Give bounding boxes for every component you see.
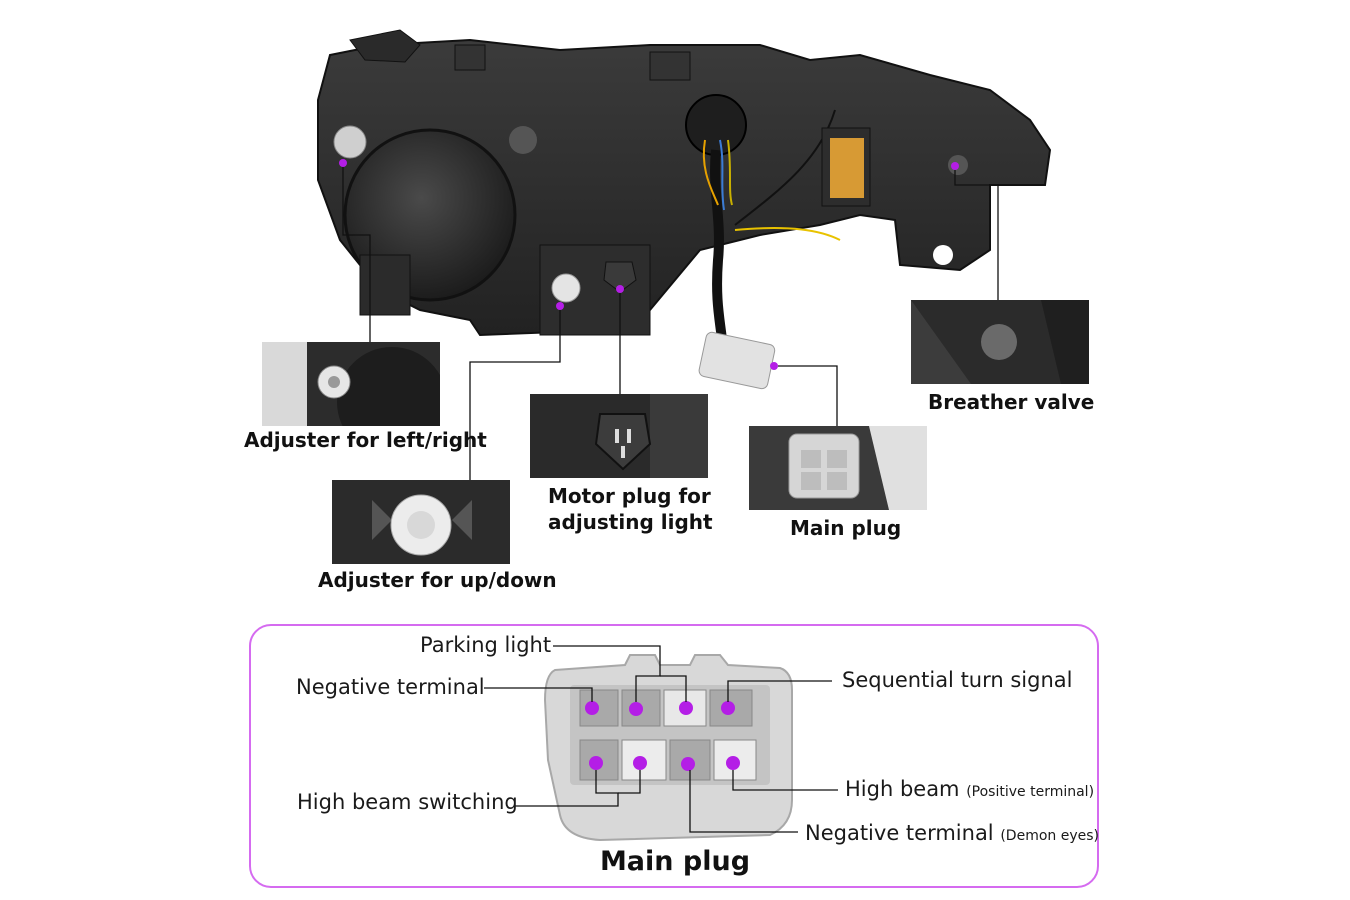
main-plug-pinout-panel <box>249 624 1099 888</box>
pin-dot <box>681 757 695 771</box>
headlight-housing-illustration <box>317 29 1052 480</box>
marker-dot <box>951 162 959 170</box>
pin-dot <box>721 701 735 715</box>
pin-dot <box>726 756 740 770</box>
pin-label-negative-terminal-demon: Negative terminal (Demon eyes) <box>805 821 1099 845</box>
label-motor-plug-line2: adjusting light <box>548 510 713 534</box>
pin-label-high-beam: High beam (Positive terminal) <box>845 777 1094 801</box>
label-breather-valve: Breather valve <box>928 390 1095 414</box>
updown-closeup-image <box>332 480 510 564</box>
thumb-adjuster-left-right <box>262 342 440 426</box>
label-main-plug: Main plug <box>790 516 902 540</box>
pin-label-parking-light: Parking light <box>420 633 552 657</box>
main-plug-closeup-image <box>749 426 927 510</box>
breather-closeup-image <box>911 300 1089 384</box>
pinout-title: Main plug <box>599 846 751 877</box>
pin-dot <box>679 701 693 715</box>
adjuster-closeup-image <box>262 342 440 426</box>
pin-label-high-beam-note: (Positive terminal) <box>966 784 1095 800</box>
marker-dot <box>770 362 778 370</box>
pin-dot <box>629 702 643 716</box>
label-motor-plug-line1: Motor plug for <box>548 484 711 508</box>
pin-label-high-beam-text: High beam <box>845 777 960 801</box>
pin-label-negative-terminal-2-text: Negative terminal <box>805 821 994 845</box>
marker-dot <box>616 285 624 293</box>
pin-dot <box>633 756 647 770</box>
marker-dot <box>556 302 564 310</box>
pin-dot <box>585 701 599 715</box>
pin-label-high-beam-switching: High beam switching <box>297 790 518 814</box>
thumb-breather-valve <box>911 300 1089 384</box>
thumb-main-plug <box>749 426 927 510</box>
pin-label-sequential-turn-signal: Sequential turn signal <box>842 668 1073 692</box>
label-adjuster-up-down: Adjuster for up/down <box>318 568 557 592</box>
motor-plug-closeup-image <box>530 394 708 478</box>
pin-dot <box>589 756 603 770</box>
label-adjuster-left-right: Adjuster for left/right <box>244 428 487 452</box>
pin-label-negative-terminal-2-note: (Demon eyes) <box>1000 828 1099 844</box>
marker-dot <box>339 159 347 167</box>
pin-label-negative-terminal: Negative terminal <box>296 675 485 699</box>
thumb-motor-plug <box>530 394 708 478</box>
thumb-adjuster-up-down <box>332 480 510 564</box>
